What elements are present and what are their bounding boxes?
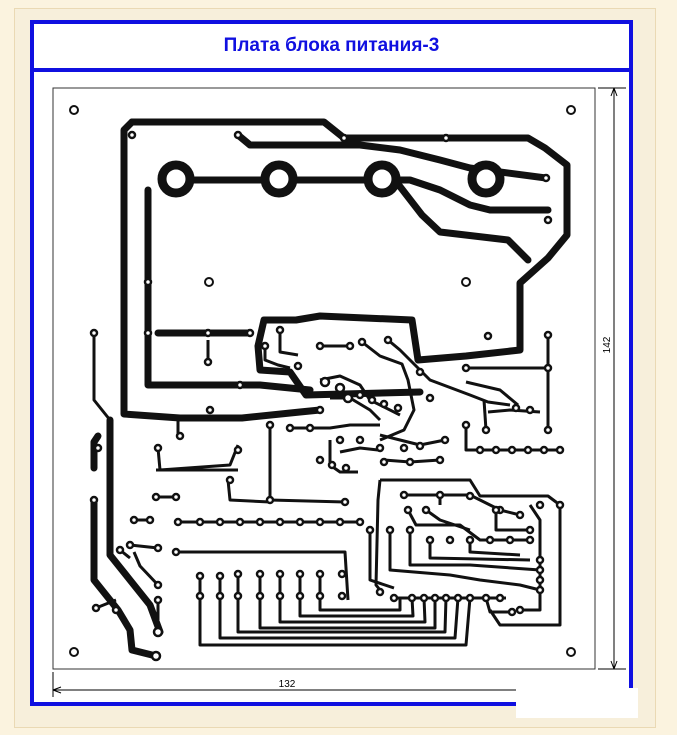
small-pads xyxy=(89,130,565,662)
large-pads xyxy=(157,160,505,198)
width-dimension-label: 132 xyxy=(279,679,296,690)
height-dimension-label: 142 xyxy=(602,336,613,353)
power-traces xyxy=(90,118,571,660)
dimension-lines xyxy=(52,87,626,697)
mounting-holes xyxy=(69,105,576,657)
page-title: Плата блока питания-3 xyxy=(223,35,440,56)
title-bar: Плата блока питания-3 xyxy=(34,24,629,72)
bottom-right-blank xyxy=(516,688,638,718)
